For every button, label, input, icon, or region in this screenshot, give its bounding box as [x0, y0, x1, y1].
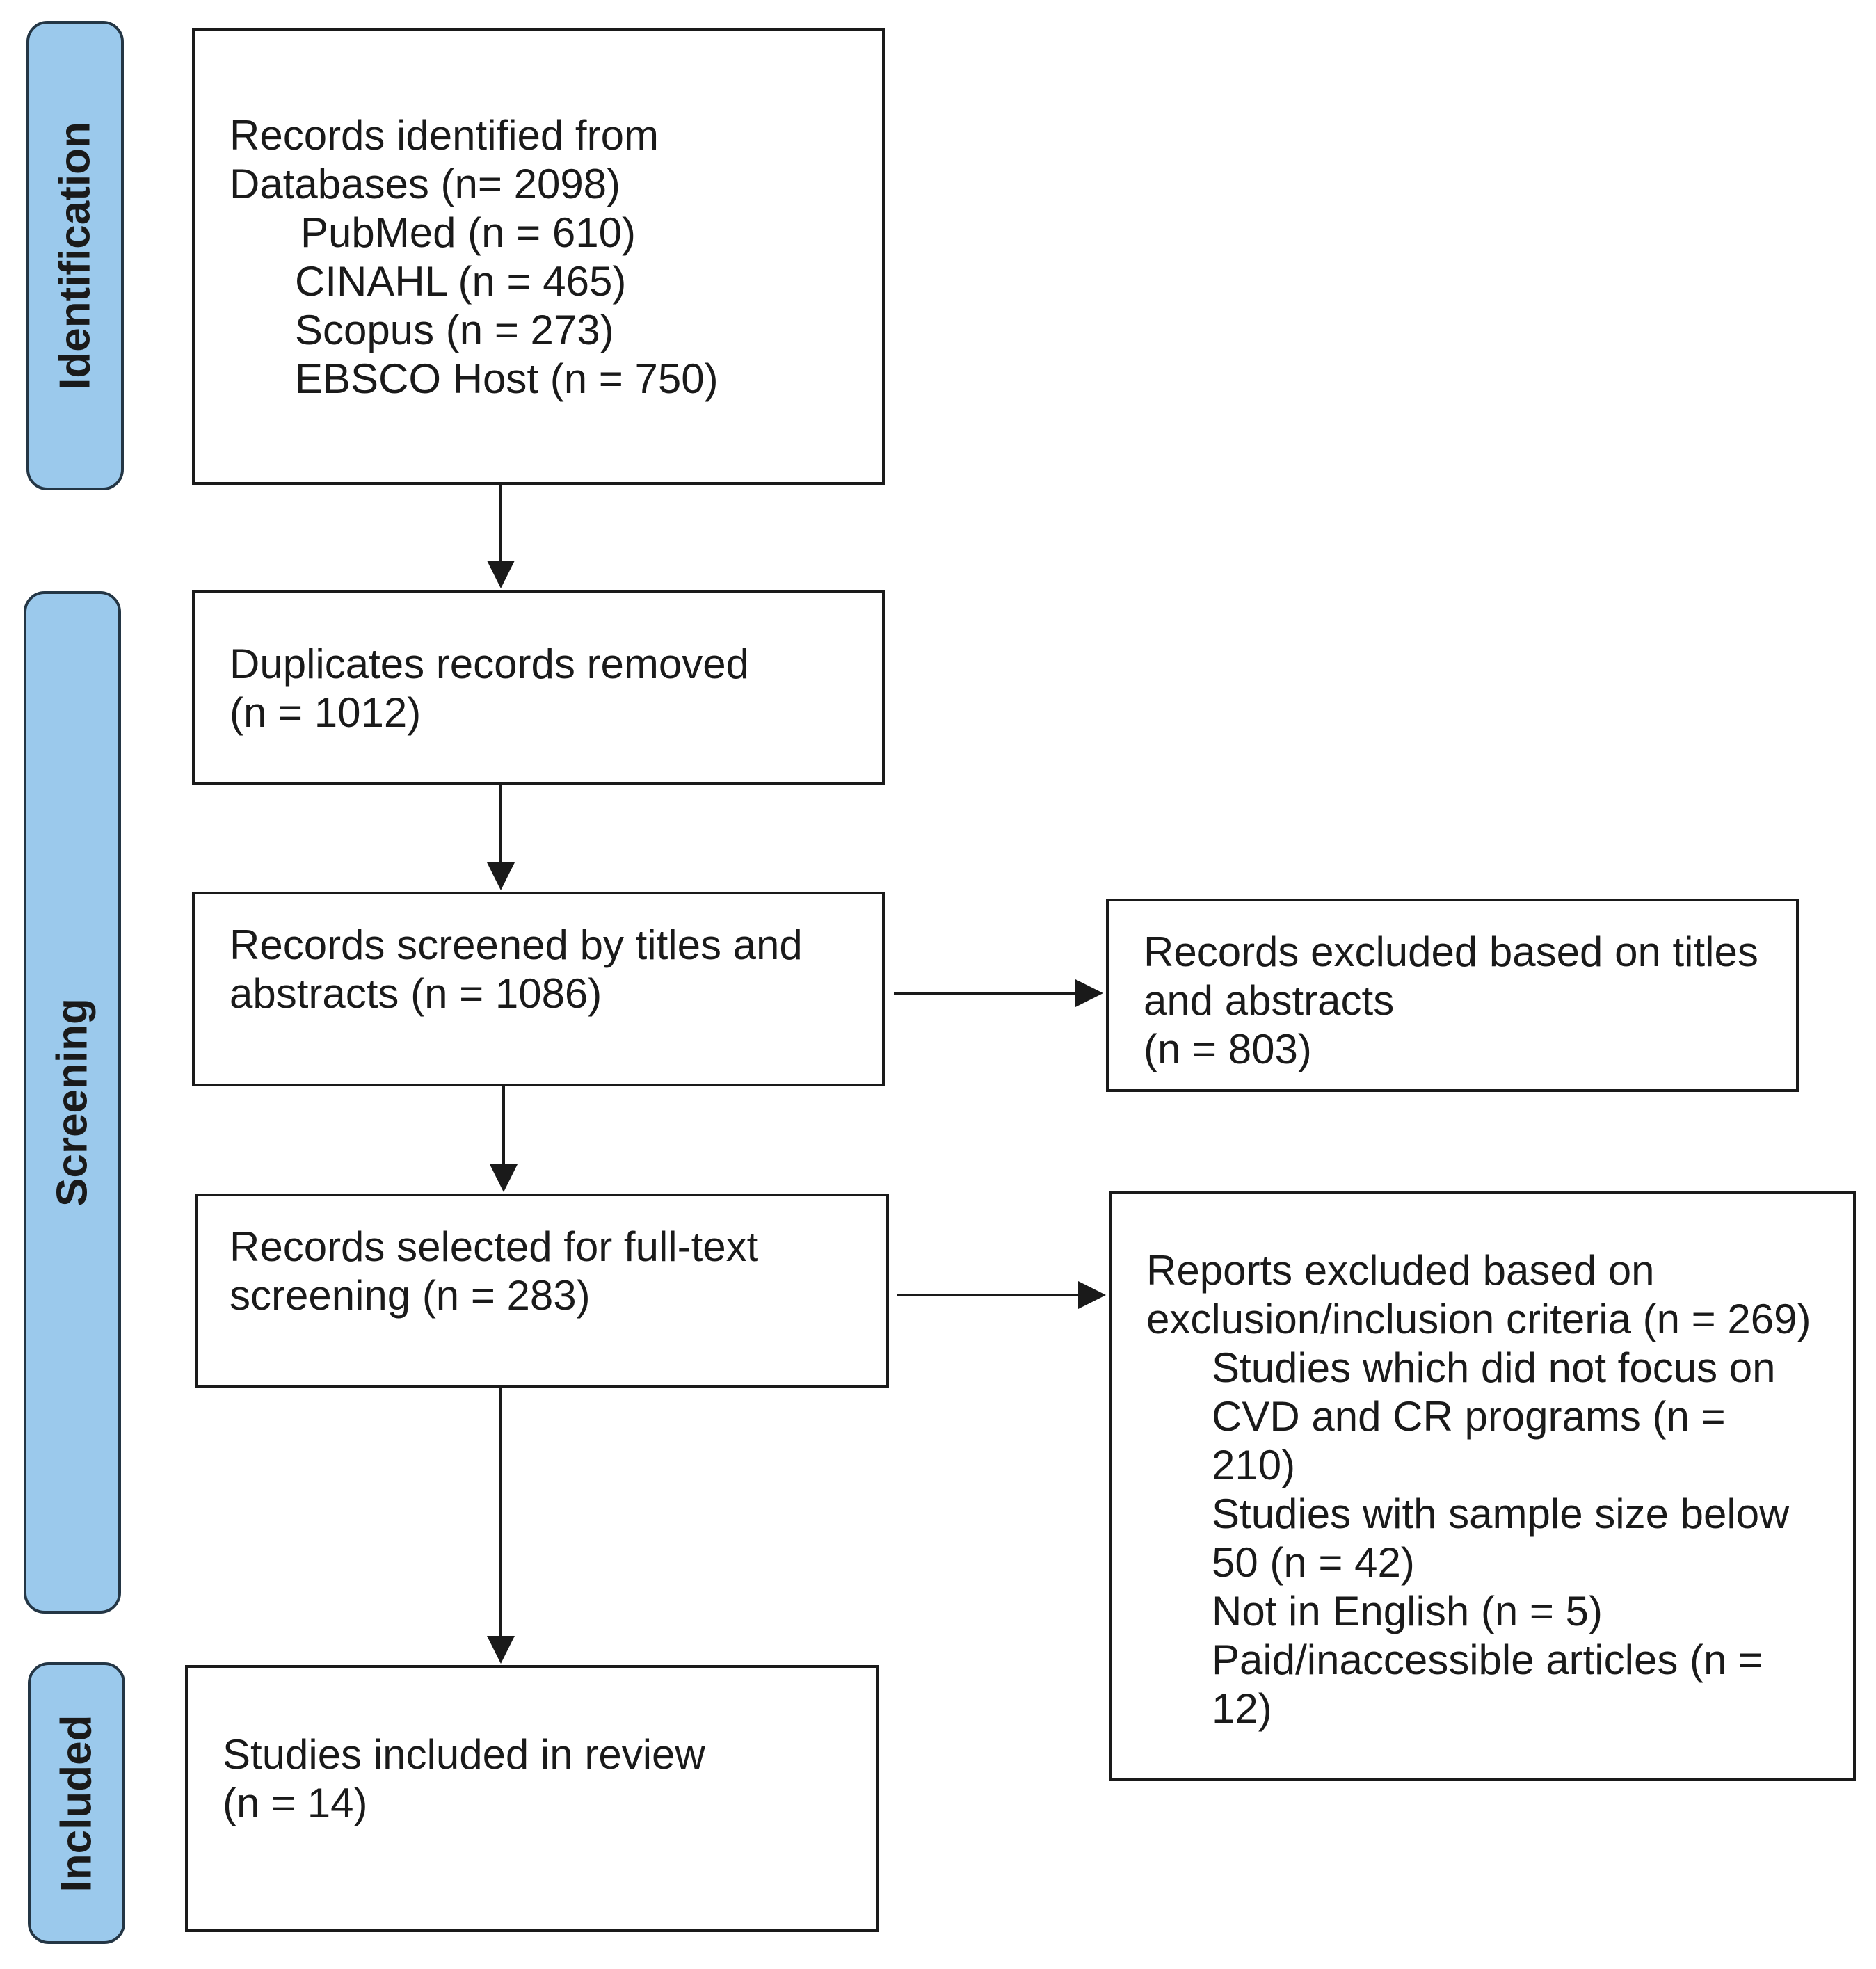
excluded-titles-line1: Records excluded based on titles	[1144, 929, 1758, 975]
identified-source: PubMed (n = 610)	[300, 209, 636, 256]
identified-source: Scopus (n = 273)	[295, 307, 614, 353]
included-line2: (n = 14)	[223, 1780, 368, 1826]
included-line1: Studies included in review	[223, 1731, 705, 1778]
included-box: Studies included in review (n = 14)	[185, 1665, 879, 1932]
phase-included: Included	[28, 1662, 125, 1944]
screened-box: Records screened by titles and abstracts…	[192, 892, 885, 1086]
reports-excluded-reason: CVD and CR programs (n =	[1212, 1393, 1726, 1440]
identified-box: Records identified from Databases (n= 20…	[192, 28, 885, 485]
excluded-titles-line2: and abstracts	[1144, 977, 1395, 1024]
reports-excluded-reason: Paid/inaccessible articles (n =	[1212, 1637, 1763, 1683]
phase-screening: Screening	[24, 591, 121, 1614]
duplicates-line2: (n = 1012)	[230, 689, 422, 736]
fulltext-line2: screening (n = 283)	[230, 1272, 591, 1319]
fulltext-box: Records selected for full-text screening…	[195, 1194, 889, 1388]
reports-excluded-line2: exclusion/inclusion criteria (n = 269)	[1146, 1296, 1811, 1342]
screened-line2: abstracts (n = 1086)	[230, 970, 602, 1017]
reports-excluded-reason: 12)	[1212, 1685, 1272, 1732]
reports-excluded-reason: 50 (n = 42)	[1212, 1539, 1415, 1586]
reports-excluded-reason: Not in English (n = 5)	[1212, 1588, 1603, 1634]
fulltext-line1: Records selected for full-text	[230, 1223, 759, 1270]
identified-line2: Databases (n= 2098)	[230, 161, 621, 207]
reports-excluded-reason: Studies with sample size below	[1212, 1490, 1790, 1537]
excluded-titles-line3: (n = 803)	[1144, 1026, 1312, 1072]
phase-identification: Identification	[26, 21, 124, 490]
reports-excluded-box: Reports excluded based on exclusion/incl…	[1109, 1191, 1856, 1781]
identified-source: CINAHL (n = 465)	[295, 258, 627, 305]
reports-excluded-line1: Reports excluded based on	[1146, 1247, 1655, 1294]
reports-excluded-reason: Studies which did not focus on	[1212, 1344, 1776, 1391]
excluded-titles-box: Records excluded based on titles and abs…	[1106, 899, 1799, 1092]
reports-excluded-reason: 210)	[1212, 1442, 1296, 1488]
screened-line1: Records screened by titles and	[230, 922, 803, 968]
identified-source: EBSCO Host (n = 750)	[295, 355, 719, 402]
identified-line1: Records identified from	[230, 112, 659, 159]
duplicates-line1: Duplicates records removed	[230, 641, 749, 687]
duplicates-box: Duplicates records removed (n = 1012)	[192, 590, 885, 785]
